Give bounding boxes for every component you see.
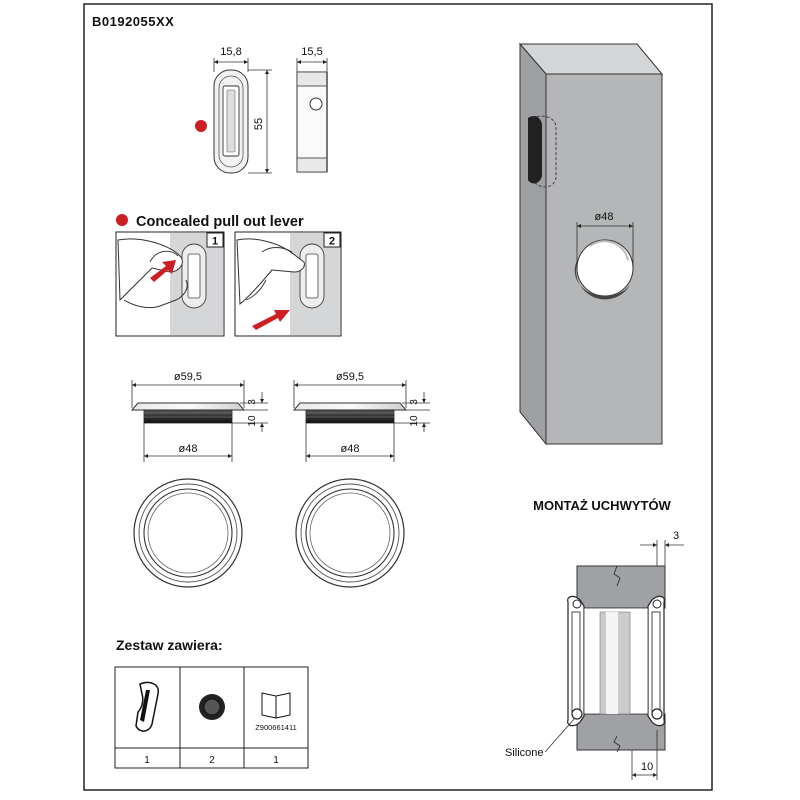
mounting-dims (544, 540, 684, 780)
handle-height-label: 55 (253, 118, 265, 130)
product-code: B0192055XX (92, 14, 174, 29)
page-border (83, 3, 713, 791)
ring-right-inner-label: ø48 (341, 443, 360, 455)
door-hole-label: ø48 (595, 211, 614, 223)
door-block (518, 42, 664, 446)
step1-illustration (115, 231, 225, 337)
red-bullet (116, 214, 128, 226)
handle-width-label: 15,8 (220, 46, 241, 58)
ring-left-profile (130, 402, 246, 424)
ring-right-dims (293, 380, 430, 462)
mounting-title: MONTAŻ UCHWYTÓW (533, 498, 671, 513)
handle-depth-label: 15,5 (301, 46, 322, 58)
kit-qty-ring: 2 (209, 755, 215, 766)
step2-number: 2 (329, 236, 335, 248)
step2-illustration (234, 231, 342, 337)
ring-left-outer-label: ø59,5 (174, 371, 202, 383)
step1-badge (206, 232, 224, 248)
concealed-lever-label: Concealed pull out lever (136, 214, 304, 230)
ring-left-inner-label: ø48 (179, 443, 198, 455)
handle-depth-dimension (296, 58, 328, 72)
ring-left-dim-3: 3 (247, 399, 258, 405)
handle-front-view (213, 69, 249, 174)
ring-right-dim-3: 3 (409, 399, 420, 405)
kit-qty-manual: 1 (273, 755, 279, 766)
ring-right-profile (292, 402, 408, 424)
step2-badge (323, 232, 341, 248)
door-hole-dimension (576, 222, 634, 268)
mounting-section (567, 565, 666, 753)
kit-manual-icon (261, 692, 291, 719)
kit-title: Zestaw zawiera: (116, 637, 223, 653)
kit-qty-handle: 1 (144, 755, 150, 766)
mounting-dim-3-label: 3 (673, 530, 679, 542)
silicone-label: Silicone (505, 747, 544, 759)
ring-left-dim-10: 10 (247, 415, 258, 427)
handle-side-view (296, 71, 328, 173)
ring-left-top-view (133, 478, 243, 588)
kit-handle-icon (135, 681, 159, 732)
step1-number: 1 (212, 236, 218, 248)
ring-right-top-view (295, 478, 405, 588)
mounting-dim-10-label: 10 (641, 761, 653, 773)
handle-height-dimension (248, 69, 272, 174)
kit-manual-code: Z900661411 (255, 723, 297, 732)
ring-right-dim-10: 10 (409, 415, 420, 427)
ring-left-dims (131, 380, 268, 462)
ring-right-outer-label: ø59,5 (336, 371, 364, 383)
red-marker-dot (195, 120, 207, 132)
kit-ring-icon (199, 694, 225, 720)
